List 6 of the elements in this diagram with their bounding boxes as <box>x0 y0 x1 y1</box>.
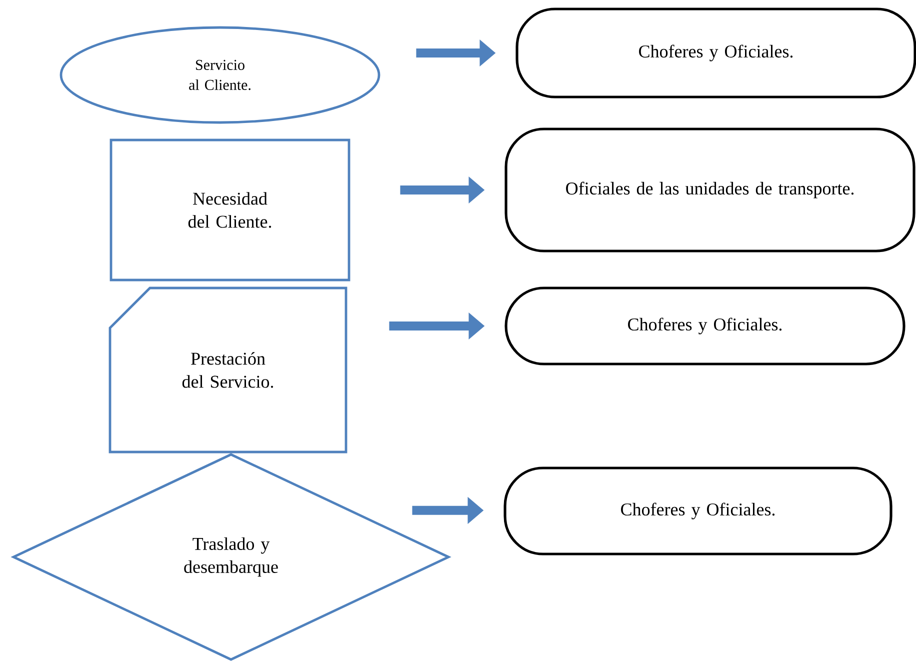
terminal-box: Oficiales de las unidades de transporte. <box>504 128 916 252</box>
terminal-box: Choferes y Oficiales. <box>504 466 892 556</box>
terminal-box: Choferes y Oficiales. <box>516 8 916 98</box>
process-box: Necesidad del Cliente. <box>110 138 350 282</box>
terminal-box: Choferes y Oficiales. <box>504 286 906 366</box>
ellipse-node: Servicio al Cliente. <box>60 26 380 124</box>
